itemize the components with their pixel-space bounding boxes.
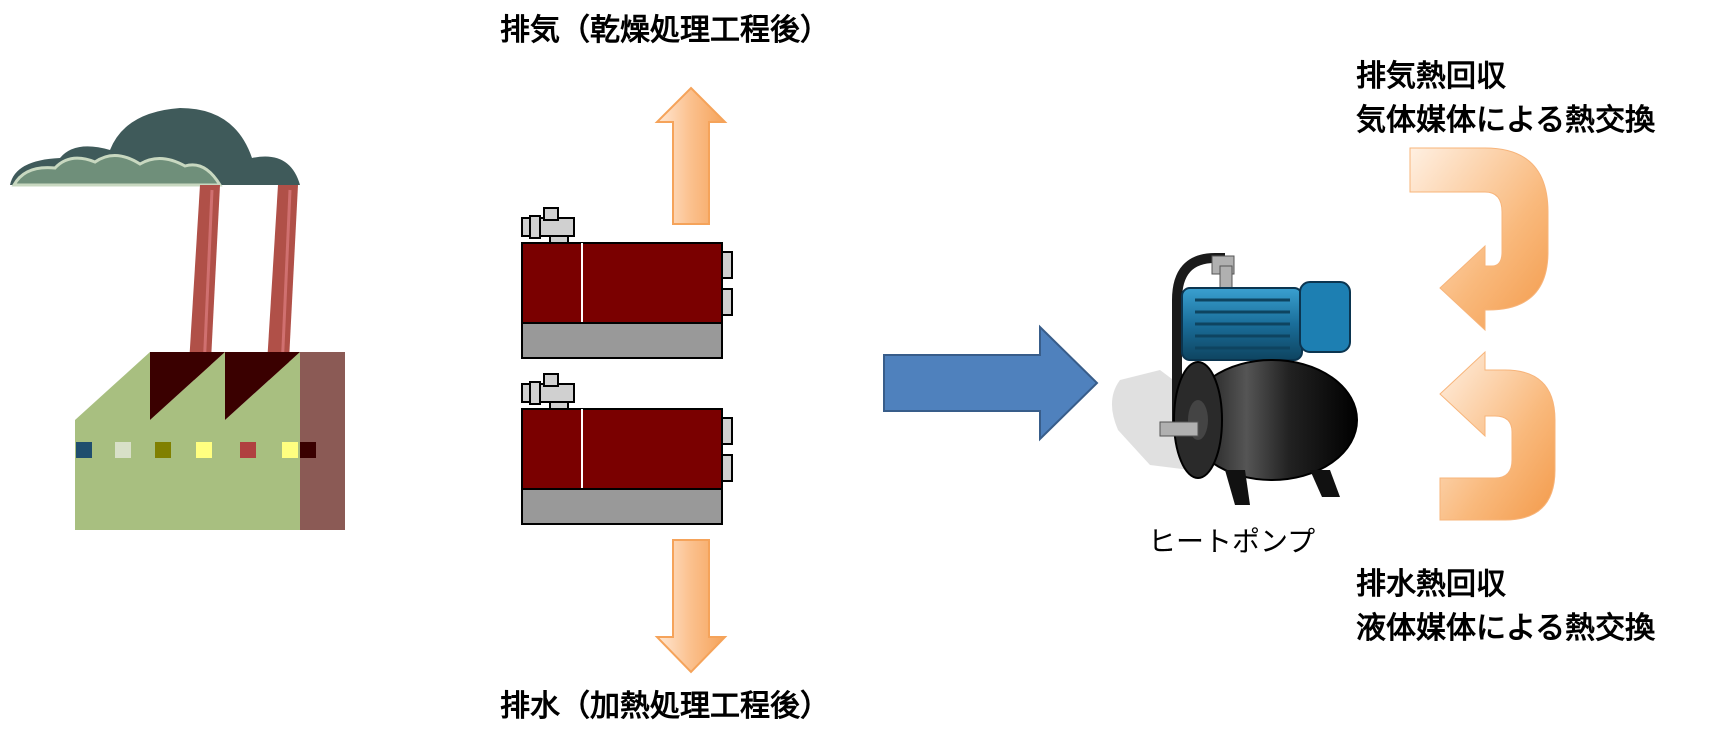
- arrow-up-icon: [654, 86, 728, 225]
- water-recovery-title: 排水熱回収: [1356, 567, 1506, 602]
- exhaust-water-label: 排水（加熱処理工程後）: [500, 689, 830, 724]
- boiler-icon: [521, 207, 733, 359]
- heat-pump-icon: [1111, 253, 1358, 505]
- exhaust-air-label: 排気（乾燥処理工程後）: [500, 13, 830, 48]
- heat-pump-label: ヒートポンプ: [1148, 525, 1316, 558]
- arrow-right-icon: [883, 324, 1099, 442]
- arrow-down-icon: [654, 539, 728, 674]
- water-recovery-subtitle: 液体媒体による熱交換: [1356, 611, 1656, 646]
- boiler-icon: [521, 373, 733, 525]
- u-turn-arrow-icon: [1409, 147, 1549, 332]
- air-recovery-subtitle: 気体媒体による熱交換: [1356, 103, 1656, 138]
- air-recovery-title: 排気熱回収: [1356, 59, 1506, 94]
- u-turn-arrow-icon: [1439, 350, 1556, 521]
- factory-icon: [10, 108, 345, 530]
